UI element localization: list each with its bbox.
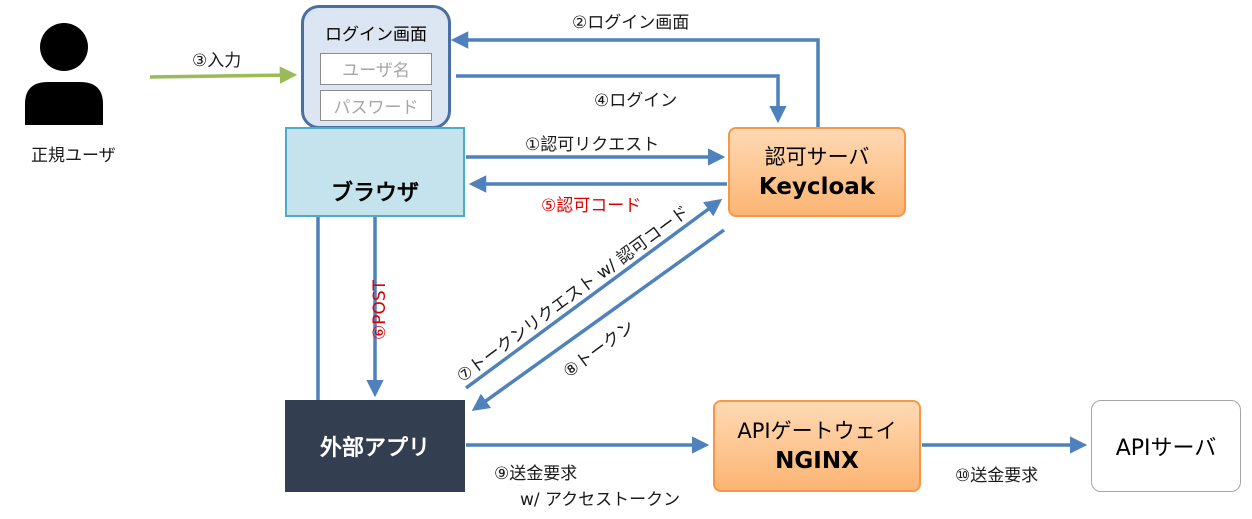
auth-server-line1: 認可サーバ (764, 145, 870, 169)
username-field[interactable]: ユーザ名 (320, 53, 432, 85)
step6-label: ⑥POST (370, 279, 391, 341)
arrow-token-request (464, 198, 723, 390)
step4-label: ④ログイン (594, 91, 678, 111)
step3-label: ③入力 (192, 51, 242, 71)
api-server-label: APIサーバ (1115, 436, 1217, 461)
browser-box: ブラウザ (285, 127, 465, 217)
gateway-box: APIゲートウェイ NGINX (713, 400, 921, 492)
step9-sub-label: w/ アクセストークン (520, 490, 681, 510)
step5-label: ⑤認可コード (541, 196, 642, 216)
login-screen: ログイン画面 ユーザ名 パスワード (301, 5, 451, 129)
gateway-line2: NGINX (775, 448, 859, 474)
arrow-token (471, 228, 726, 412)
auth-server-line2: Keycloak (758, 174, 876, 200)
step1-label: ①認可リクエスト (525, 135, 660, 155)
step2-label: ②ログイン画面 (572, 13, 690, 33)
password-field[interactable]: パスワード (320, 89, 432, 121)
external-app-label: 外部アプリ (319, 436, 430, 461)
api-server-box: APIサーバ (1091, 400, 1241, 492)
gateway-line1: APIゲートウェイ (737, 419, 897, 443)
arrow-login (456, 74, 787, 124)
user-icon (25, 23, 103, 125)
login-screen-title: ログイン画面 (325, 25, 427, 45)
browser-label: ブラウザ (330, 181, 419, 206)
user-label: 正規ユーザ (31, 146, 116, 166)
external-app-box: 外部アプリ (285, 400, 465, 492)
arrow-login-screen (450, 31, 820, 127)
step10-label: ⑩送金要求 (955, 466, 1039, 486)
auth-server-box: 認可サーバ Keycloak (728, 127, 906, 217)
step9-label: ⑨送金要求 (494, 464, 578, 484)
arrow-input (149, 66, 298, 84)
